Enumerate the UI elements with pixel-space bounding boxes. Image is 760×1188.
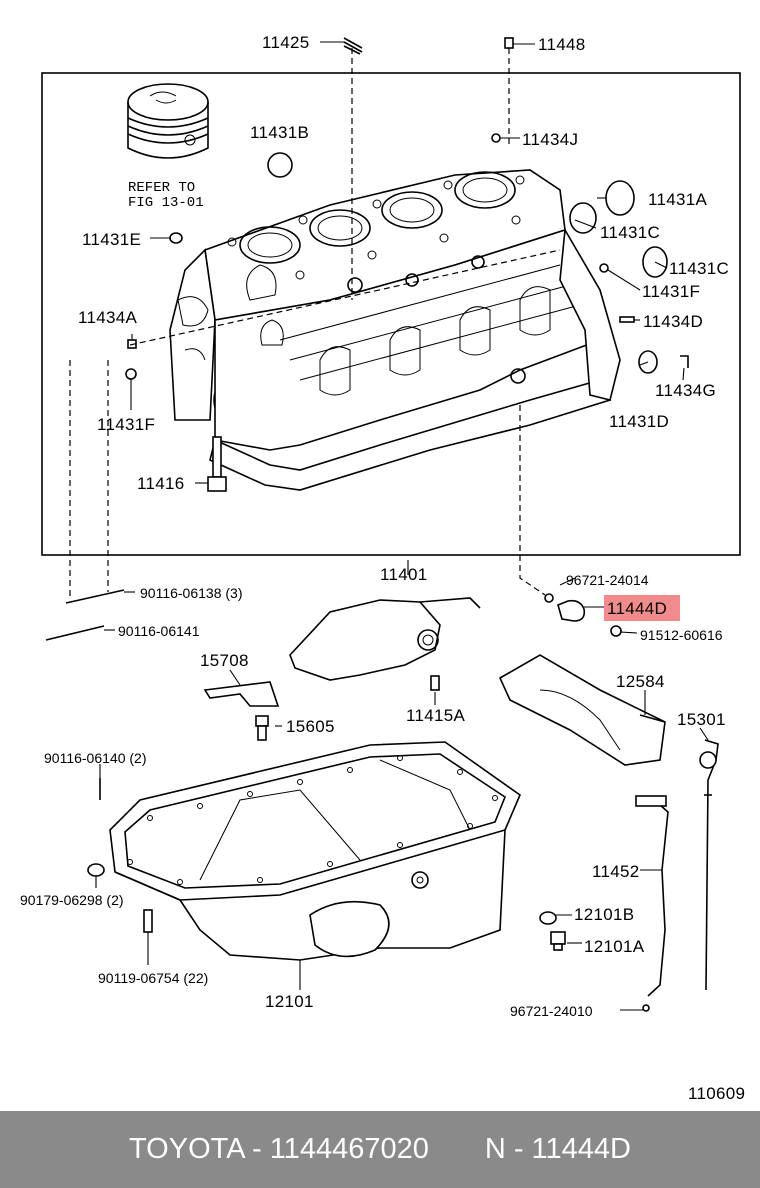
label-11452: 11452: [592, 862, 640, 881]
refer-text-line2: FIG 13-01: [128, 195, 204, 211]
refer-text-line1: REFER TO: [128, 180, 195, 196]
footer-bar: TOYOTA - 1144467020 N - 11444D: [0, 1111, 760, 1188]
label-11425: 11425: [262, 33, 310, 52]
baffle-plate: [498, 654, 666, 766]
label-15605: 15605: [286, 717, 335, 736]
label-90179-06298: 90179-06298 (2): [20, 892, 124, 908]
label-11431E: 11431E: [82, 230, 141, 249]
label-11448: 11448: [538, 35, 586, 54]
block-small-parts: [125, 37, 689, 492]
label-11444D: 11444D: [607, 599, 667, 618]
label-96721-24014: 96721-24014: [566, 572, 649, 588]
oil-pump-strainer: [203, 597, 481, 741]
label-11431A: 11431A: [648, 190, 708, 209]
label-12101A: 12101A: [584, 937, 645, 956]
label-11415A: 11415A: [406, 706, 466, 725]
label-11434D: 11434D: [643, 312, 703, 331]
label-11401: 11401: [380, 565, 428, 584]
label-90116-06140: 90116-06140 (2): [44, 750, 146, 766]
label-11434A: 11434A: [78, 308, 138, 327]
part-labels: 11425 11448 11431B 11434J REFER TO FIG 1…: [20, 33, 745, 1103]
footer-catalog-code: N - 11444D: [484, 1133, 631, 1165]
label-11431C-1: 11431C: [600, 223, 660, 242]
label-15708: 15708: [200, 651, 249, 670]
label-90116-06138: 90116-06138 (3): [140, 585, 242, 601]
label-11416: 11416: [137, 474, 185, 493]
oil-pan-illustration: [109, 741, 521, 961]
label-12101: 12101: [265, 992, 314, 1011]
label-11431F-left: 11431F: [97, 415, 155, 434]
block-frame: [41, 72, 741, 556]
parts-diagram: 11425 11448 11431B 11434J REFER TO FIG 1…: [20, 33, 745, 1103]
label-11431C-2: 11431C: [669, 259, 729, 278]
label-12584: 12584: [616, 672, 665, 691]
studs: [45, 589, 153, 933]
cylinder-block-illustration: [169, 169, 621, 491]
label-11431B: 11431B: [250, 123, 309, 142]
label-11434G: 11434G: [655, 381, 716, 400]
drain-cock-parts: [544, 593, 622, 637]
label-11431D: 11431D: [609, 412, 669, 431]
label-91512-60616: 91512-60616: [640, 627, 723, 643]
footer-part-number: TOYOTA - 1144467020: [128, 1133, 429, 1165]
piston-illustration: [127, 83, 209, 159]
leader-lines: [69, 41, 709, 1011]
figure-code: 110609: [688, 1084, 745, 1103]
highlight-box: [604, 595, 680, 621]
label-96721-24010: 96721-24010: [510, 1003, 593, 1019]
drain-plug: [539, 911, 566, 951]
dipstick-parts: [635, 739, 719, 1012]
label-90116-06141: 90116-06141: [118, 623, 200, 639]
label-11431F-right: 11431F: [642, 282, 700, 301]
label-15301: 15301: [677, 710, 726, 729]
label-12101B: 12101B: [574, 905, 634, 924]
label-11434J: 11434J: [522, 130, 578, 149]
label-90119-06754: 90119-06754 (22): [98, 970, 208, 986]
